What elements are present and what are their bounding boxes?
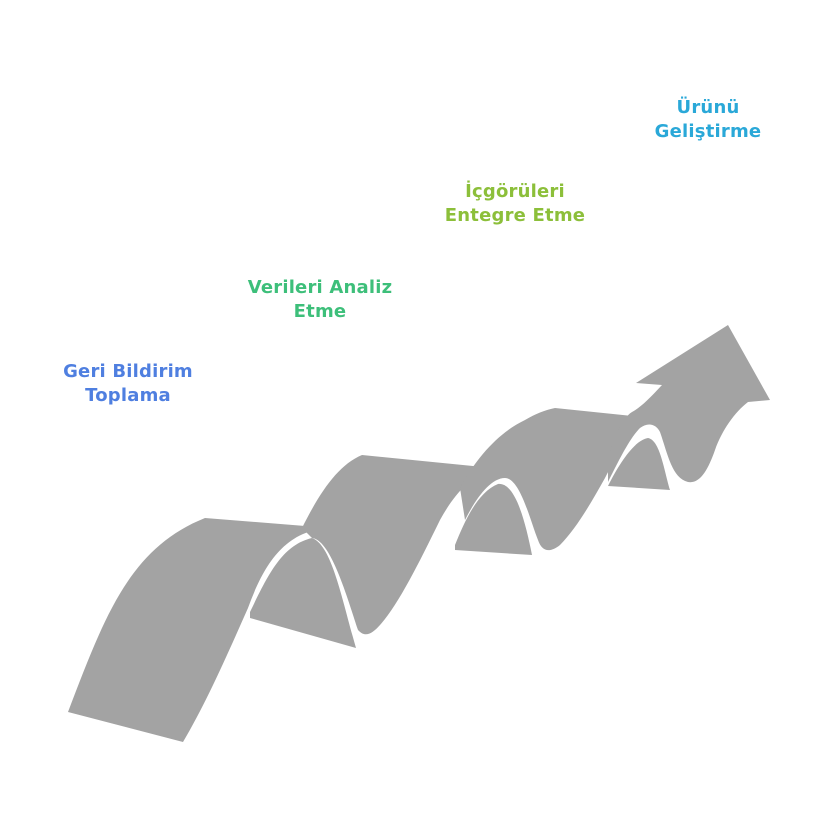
step-label-develop-product: Ürünü Geliştirme: [628, 96, 788, 144]
ribbon-connector-2: [455, 483, 532, 555]
step-4-line-1: Ürünü: [676, 97, 740, 118]
step-2-line-2: Etme: [293, 301, 347, 322]
step-label-integrate-insights: İçgörüleri Entegre Etme: [430, 180, 600, 228]
step-4-line-2: Geliştirme: [654, 121, 762, 142]
step-3-line-2: Entegre Etme: [444, 205, 586, 226]
ribbon-connector-3: [608, 438, 670, 490]
step-label-collect-feedback: Geri Bildirim Toplama: [48, 360, 208, 408]
step-2-line-1: Verileri Analiz: [247, 277, 393, 298]
ribbon-segment-4-arrow: [608, 325, 770, 483]
step-1-line-2: Toplama: [85, 385, 171, 406]
step-3-line-1: İçgörüleri: [465, 181, 565, 202]
step-1-line-1: Geri Bildirim: [63, 361, 193, 382]
ribbon-segment-3: [460, 408, 652, 551]
ribbon-connector-1: [250, 538, 356, 648]
step-label-analyze-data: Verileri Analiz Etme: [235, 276, 405, 324]
ribbon-segment-1: [68, 518, 330, 742]
ribbon-segment-2: [302, 455, 493, 635]
